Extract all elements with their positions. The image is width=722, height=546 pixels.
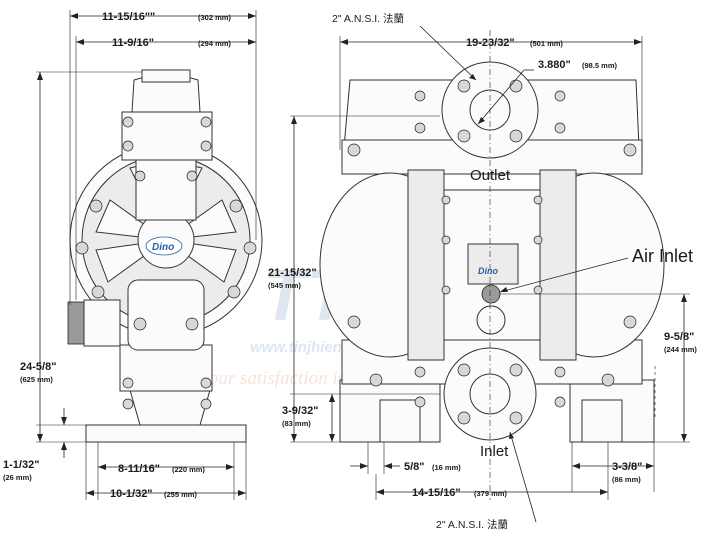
label-ansi-bottom: 2" A.N.S.I. 法蘭 (436, 518, 508, 531)
dim-flange-bolt-circle: 3.880" (538, 59, 571, 71)
svg-text:(545 mm): (545 mm) (268, 281, 301, 290)
side-lower-manifold (119, 344, 213, 392)
svg-text:(244 mm): (244 mm) (664, 345, 697, 354)
side-center-column (135, 159, 197, 221)
svg-text:(83 mm): (83 mm) (282, 419, 311, 428)
label-air-inlet: Air Inlet (632, 246, 693, 266)
dim-mount-hole: 5/8" (404, 461, 425, 473)
dim-overall-height: 24-5/8" (20, 361, 56, 373)
svg-text:(220 mm): (220 mm) (172, 465, 205, 474)
svg-text:(379 mm): (379 mm) (474, 489, 507, 498)
label-inlet: Inlet (480, 443, 509, 460)
side-upper-manifold (121, 111, 213, 161)
side-view: Dino (67, 69, 263, 443)
svg-text:(26 mm): (26 mm) (3, 473, 32, 482)
side-air-muffler (67, 301, 85, 345)
dim-foot-depth-front: 3-3/8" (612, 461, 642, 473)
svg-text:(16 mm): (16 mm) (432, 463, 461, 472)
dim-foot-width-side: 10-1/32" (110, 488, 153, 500)
front-view: Dino (319, 30, 665, 500)
dim-overall-width-side: 11-15/16"" (102, 11, 155, 23)
side-foot-stand (129, 389, 211, 426)
svg-text:(625 mm): (625 mm) (20, 375, 53, 384)
front-bolts (347, 90, 637, 408)
label-outlet: Outlet (470, 167, 511, 184)
dim-outlet-height: 21-15/32" (268, 267, 317, 279)
side-foot-plate (85, 424, 247, 443)
svg-text:(86 mm): (86 mm) (612, 475, 641, 484)
dim-air-inlet-height: 9-5/8" (664, 331, 694, 343)
svg-text:(294 mm): (294 mm) (198, 39, 231, 48)
side-dimensions: 11-15/16"" (302 mm) 11-9/16" (294 mm) 24… (3, 10, 257, 500)
dim-body-width-side: 11-9/16" (112, 37, 154, 49)
svg-text:(255 mm): (255 mm) (164, 490, 197, 499)
side-brand-logo (145, 236, 183, 256)
svg-text:(501 mm): (501 mm) (530, 39, 563, 48)
label-ansi-top: 2" A.N.S.I. 法蘭 (332, 12, 404, 25)
side-brand-text: Dino (152, 242, 174, 253)
front-air-valve (467, 243, 519, 285)
side-lower-column (127, 279, 205, 351)
side-chamber-bolts (75, 170, 257, 331)
svg-text:(302 mm): (302 mm) (198, 13, 231, 22)
dim-inlet-height: 3-9/32" (282, 405, 318, 417)
dim-foot-height: 1-1/32" (3, 459, 39, 471)
dim-foot-spacing-side: 8-11/16" (118, 463, 160, 475)
front-air-inlet-port (481, 284, 501, 304)
svg-text:(98.5 mm): (98.5 mm) (582, 61, 618, 70)
dim-foot-spacing-front: 14-15/16" (412, 487, 461, 499)
front-brand-text: Dino (478, 266, 498, 276)
dim-overall-width-front: 19-23/32" (466, 37, 515, 49)
front-dimensions: 2" A.N.S.I. 法蘭 19-23/32" (501 mm) 3.880"… (268, 12, 697, 531)
